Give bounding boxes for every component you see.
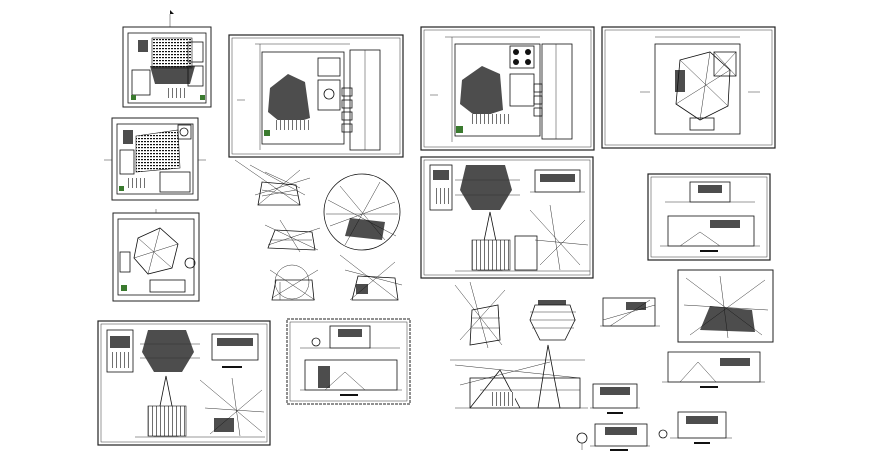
elevations-sheet-lower-left <box>97 320 271 446</box>
perspective-sketch-2 <box>264 219 321 253</box>
section-detail-small-2 <box>590 383 640 414</box>
floor-plan-upper <box>104 117 206 201</box>
exploded-perspective-1 <box>454 281 506 349</box>
perspective-sketch-1 <box>234 159 311 206</box>
sections-sheet-dashed <box>286 318 411 405</box>
perspective-box-right <box>677 269 774 343</box>
perspective-sketch-4 <box>339 254 403 301</box>
floor-plan-ground <box>122 10 212 108</box>
perspective-circle-detail <box>323 173 401 251</box>
long-perspective-elevation <box>450 344 588 409</box>
roof-site-plan-sheet <box>601 26 776 149</box>
section-detail-small-3 <box>662 351 765 388</box>
elevation-small-right <box>658 411 732 444</box>
site-plan-sheet-1 <box>228 34 404 158</box>
roof-plan-small <box>112 209 200 302</box>
front-elevation-small <box>529 300 576 341</box>
section-detail-small-1 <box>600 297 660 327</box>
elevations-sheet-center <box>420 156 594 279</box>
perspective-sketch-3 <box>269 264 319 301</box>
site-plan-sheet-2 <box>420 26 595 151</box>
elevation-with-tree <box>576 423 650 451</box>
section-sheet-right <box>647 173 771 261</box>
